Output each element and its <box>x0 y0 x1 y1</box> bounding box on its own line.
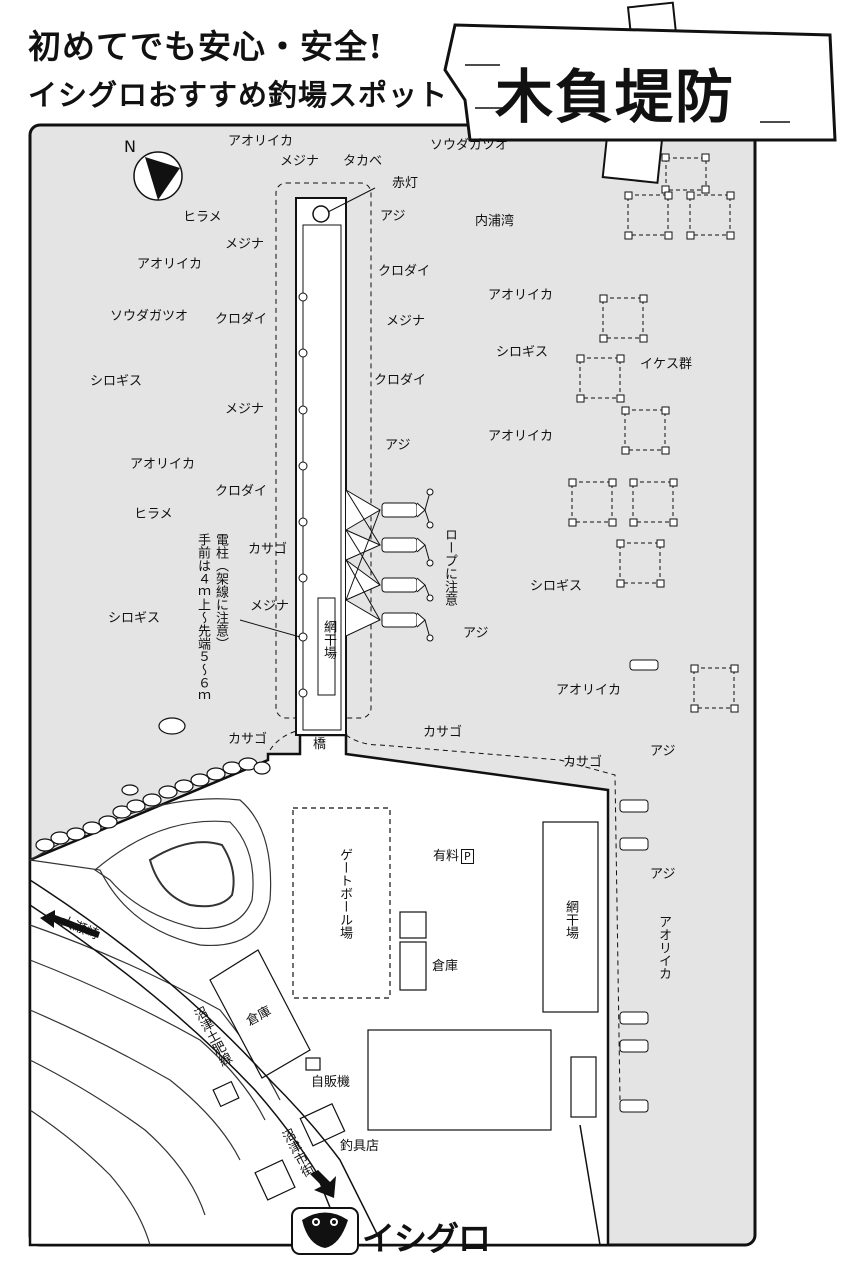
fish-label: アジ <box>650 867 676 882</box>
warehouse-center <box>399 941 427 991</box>
ikesu-label: イケス群 <box>640 357 693 372</box>
fish-label: アオリイカ <box>488 288 554 303</box>
fish-label: ソウダガツオ <box>430 138 509 153</box>
fish-label: シロギス <box>496 345 549 360</box>
fish-label: ヒラメ <box>134 507 173 522</box>
hill-contours <box>28 798 281 1246</box>
gateball-label: ゲートボール場 <box>336 848 352 939</box>
net-drying-area-pier <box>317 597 336 696</box>
moored-boats <box>344 488 659 1113</box>
roads <box>29 879 601 1246</box>
large-building <box>367 1029 552 1131</box>
fish-label: ソウダガツオ <box>110 309 189 324</box>
fish-label: クロダイ <box>374 373 427 388</box>
red-light-label: 赤灯 <box>392 176 419 191</box>
coastal-rocks <box>35 717 271 852</box>
pole-note-line1: 電柱（架線に注意） <box>212 533 228 650</box>
fish-label: 内浦湾 <box>475 214 515 229</box>
compass-north-label: N <box>124 137 136 156</box>
vending-label: 自販機 <box>311 1075 351 1090</box>
fish-label: メジナ <box>225 237 265 252</box>
fish-label: アジ <box>385 438 411 453</box>
fish-label: アジ <box>463 626 489 641</box>
fish-label: メジナ <box>386 314 426 329</box>
fish-label: クロダイ <box>378 264 431 279</box>
brand-mascot <box>291 1207 359 1255</box>
fish-label: アジ <box>380 209 406 224</box>
fish-pens <box>571 157 735 709</box>
arrow-to-numazu <box>310 1170 336 1198</box>
fish-label: カサゴ <box>423 725 463 740</box>
parking-icon: P <box>461 849 474 864</box>
fish-label: メジナ <box>225 402 265 417</box>
fish-label: カサゴ <box>563 755 603 770</box>
fish-label: アジ <box>650 744 676 759</box>
red-light-marker <box>312 205 330 223</box>
fish-label: シロギス <box>530 579 583 594</box>
fish-label: メジナ <box>250 599 290 614</box>
compass-rose <box>133 151 183 201</box>
aoriika-right-label: アオリイカ <box>655 915 671 980</box>
spot-name: 木負堤防 <box>495 63 736 131</box>
fish-label: クロダイ <box>215 484 268 499</box>
fish-label: シロギス <box>108 611 161 626</box>
facilities <box>209 807 599 1201</box>
header-line1: 初めてでも安心・安全! <box>28 27 384 66</box>
fish-label: カサゴ <box>248 542 288 557</box>
brand-logo-text: イシグロ <box>362 1219 491 1258</box>
arrow-to-ose <box>40 910 100 938</box>
fish-label: メジナ <box>280 154 320 169</box>
rope-caution-label: ロープに注意 <box>441 528 457 606</box>
fish-label: アオリイカ <box>130 457 196 472</box>
fish-label: ヒラメ <box>183 210 222 225</box>
bridge-label: 橋 <box>313 737 327 752</box>
fish-label: アオリイカ <box>556 683 622 698</box>
fish-label: アオリイカ <box>137 257 203 272</box>
header-line2: イシグロおすすめ釣場スポット <box>28 78 449 112</box>
warehouse-left <box>209 949 311 1079</box>
net-drying-building <box>542 821 599 1013</box>
net-drying-right-label: 網干場 <box>562 900 578 939</box>
fish-label: シロギス <box>90 374 143 389</box>
fish-label: アオリイカ <box>488 429 554 444</box>
fish-label: アオリイカ <box>228 134 294 149</box>
net-drying-pier-label: 網干場 <box>320 620 336 659</box>
tackle-shop-label: 釣具店 <box>340 1139 380 1154</box>
spot-signboard <box>443 1 837 184</box>
gateball-court <box>292 807 391 999</box>
fish-label: カサゴ <box>228 732 268 747</box>
pole-note-line2: 手前は４ｍ上〜先端５〜６ｍ <box>194 533 210 702</box>
fish-label: クロダイ <box>215 312 268 327</box>
pier <box>295 197 347 736</box>
fish-label: タカベ <box>343 154 383 169</box>
warehouse-center-label: 倉庫 <box>432 959 459 974</box>
